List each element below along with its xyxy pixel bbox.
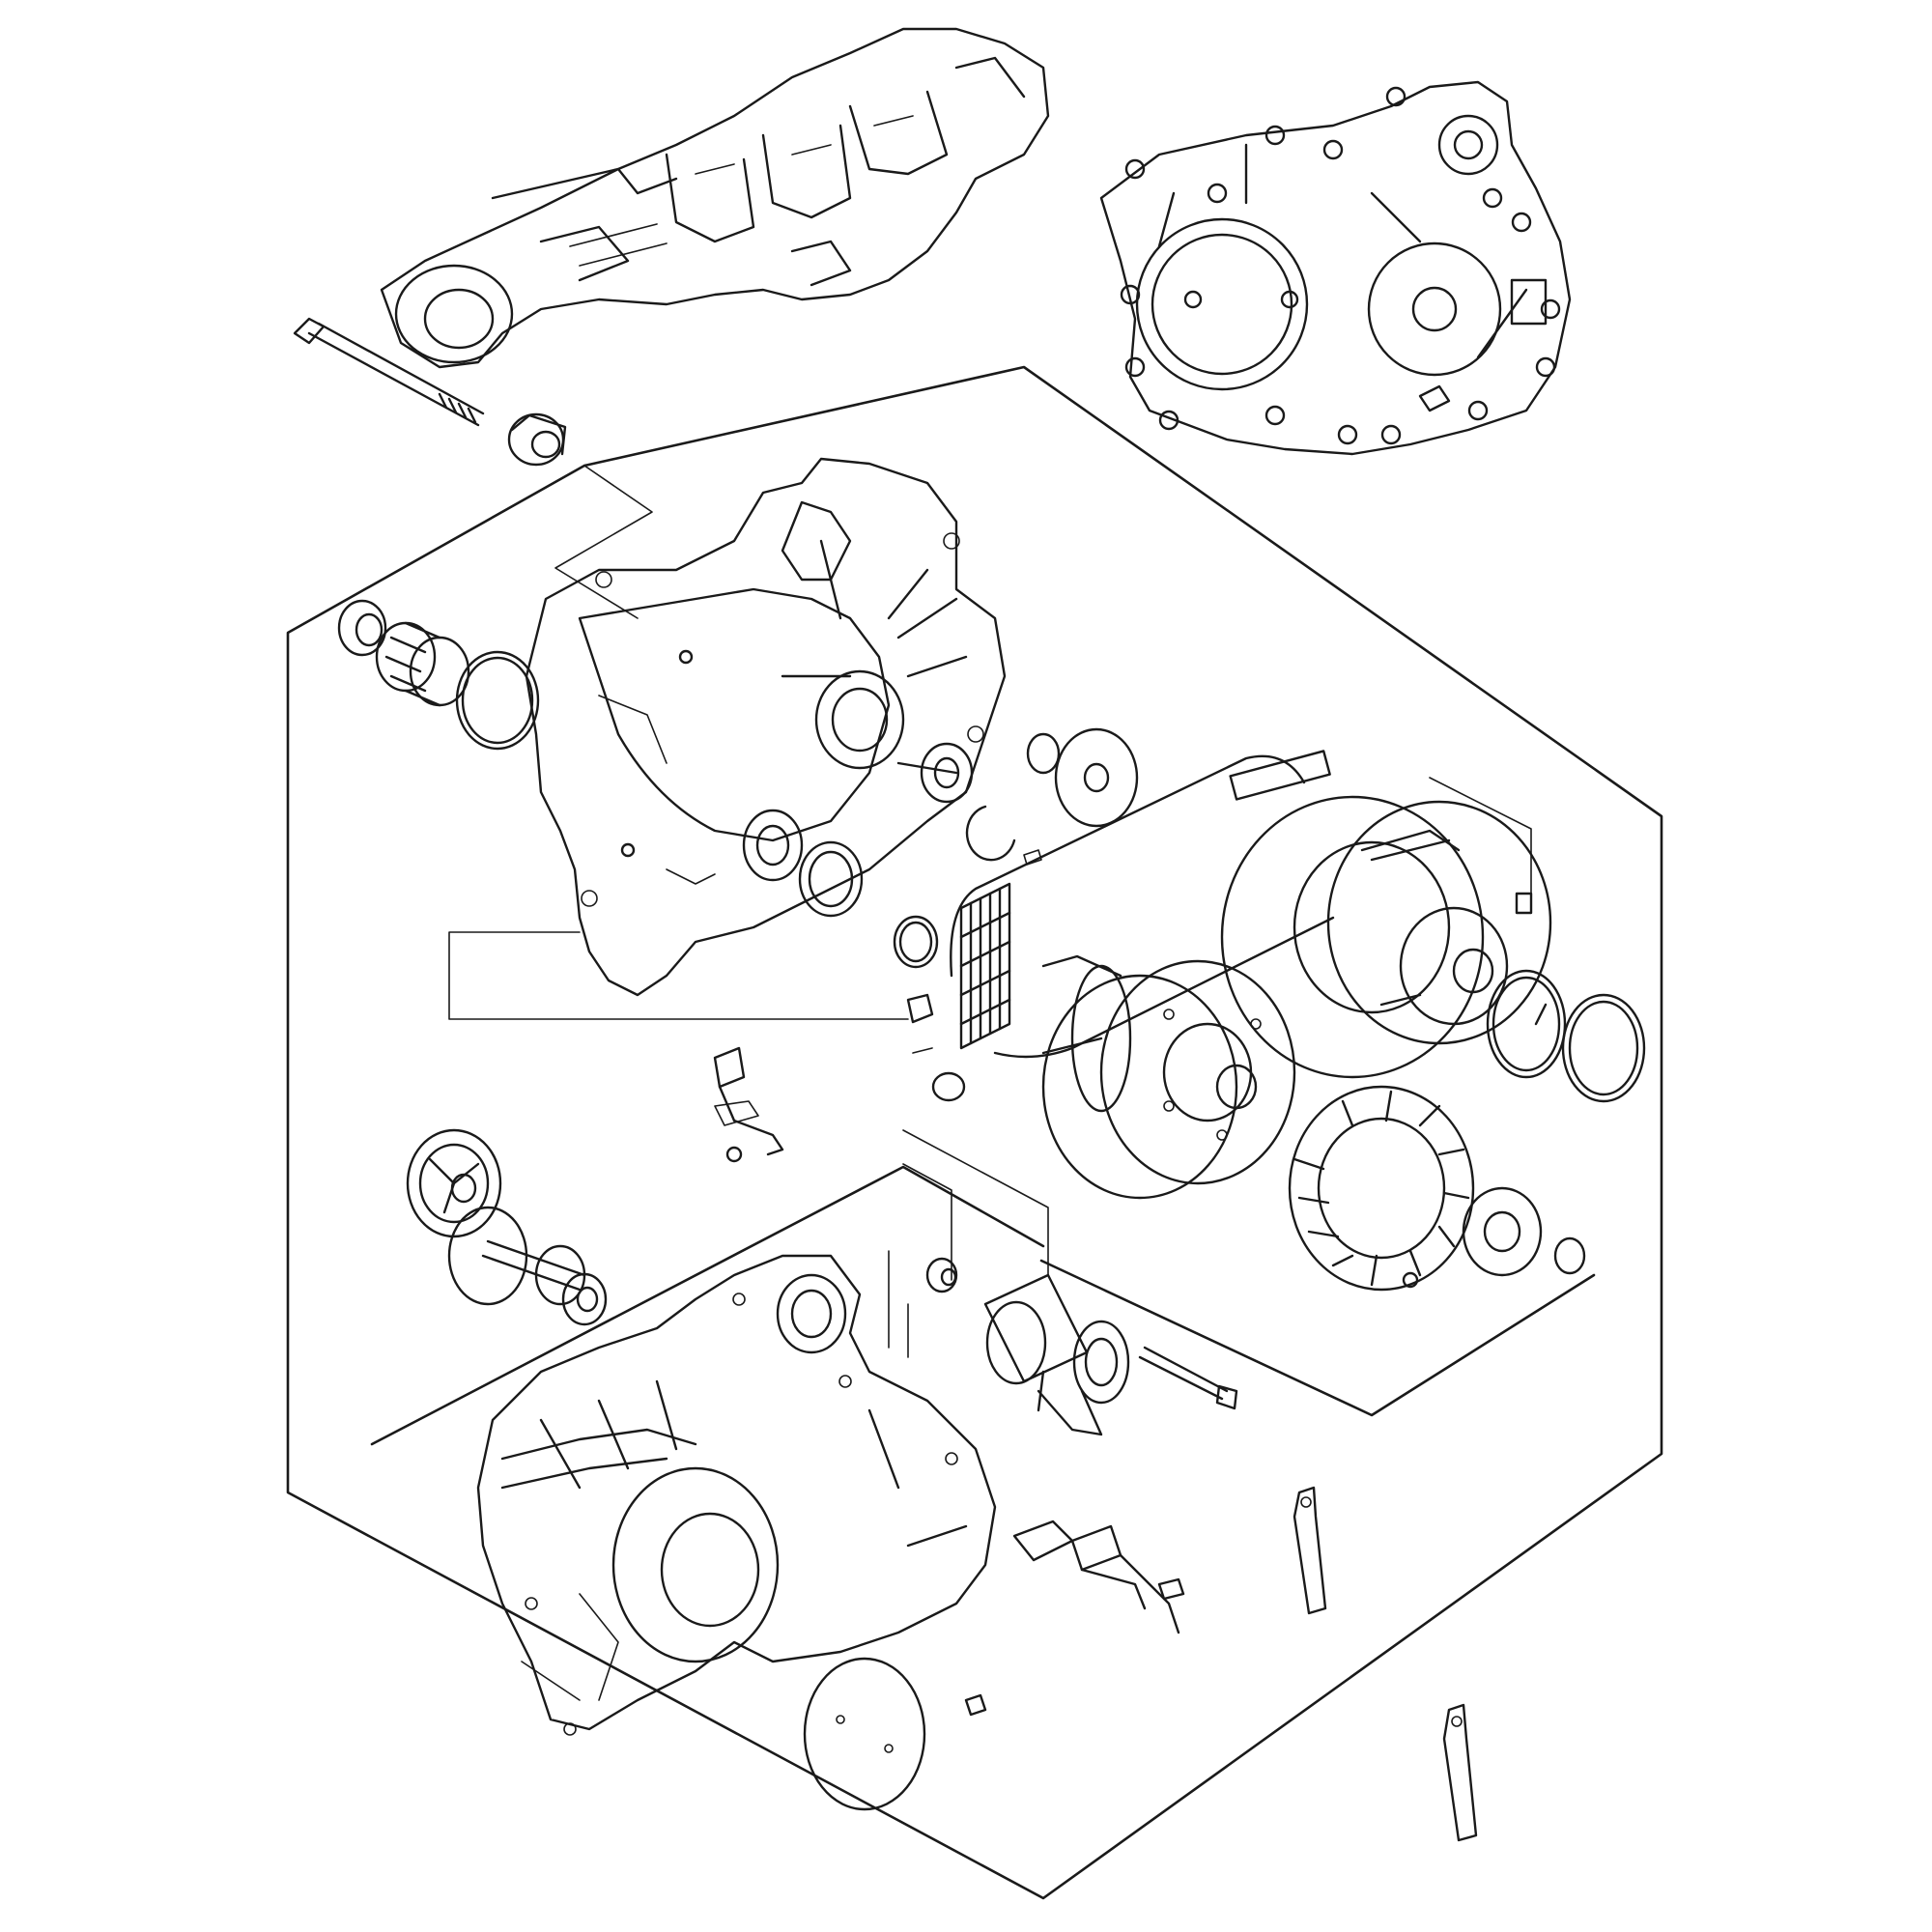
countershaft-gear (447, 1206, 608, 1326)
clutch-cover (525, 457, 1007, 997)
circlip (893, 727, 1586, 1275)
starter-motor (983, 1273, 1130, 1436)
bearing-seal (798, 840, 864, 918)
clutch-drum (1220, 795, 1552, 1079)
bolt-nut (507, 412, 567, 467)
drive-belt (950, 750, 1335, 1059)
neutral-switch (1012, 1520, 1185, 1634)
ball-bearing (742, 742, 974, 882)
starter-pinion (925, 1257, 958, 1293)
long-bolt (1138, 1346, 1238, 1410)
reduction-gear (406, 1128, 502, 1238)
dowel-pin (906, 849, 1042, 1102)
wiring-clamp-b (1442, 1703, 1478, 1842)
inspection-cap (803, 1657, 987, 1811)
crankcase-cover-side-view (1099, 80, 1572, 456)
gasket-rings (1486, 969, 1646, 1103)
ball-bearing (1402, 1186, 1543, 1289)
gear-position-sensor (713, 1046, 784, 1163)
through-bolt (293, 317, 485, 427)
needle-bearing (375, 621, 470, 707)
cooling-fan (1288, 1085, 1475, 1292)
generator-cover (476, 1254, 997, 1736)
engine-assembly-overview (380, 27, 1050, 369)
oil-seal (337, 599, 387, 657)
o-ring (455, 650, 540, 751)
drive-pulley (1041, 954, 1296, 1200)
wiring-clamp-a (1293, 1486, 1327, 1615)
assembly-frame (286, 365, 1663, 1900)
